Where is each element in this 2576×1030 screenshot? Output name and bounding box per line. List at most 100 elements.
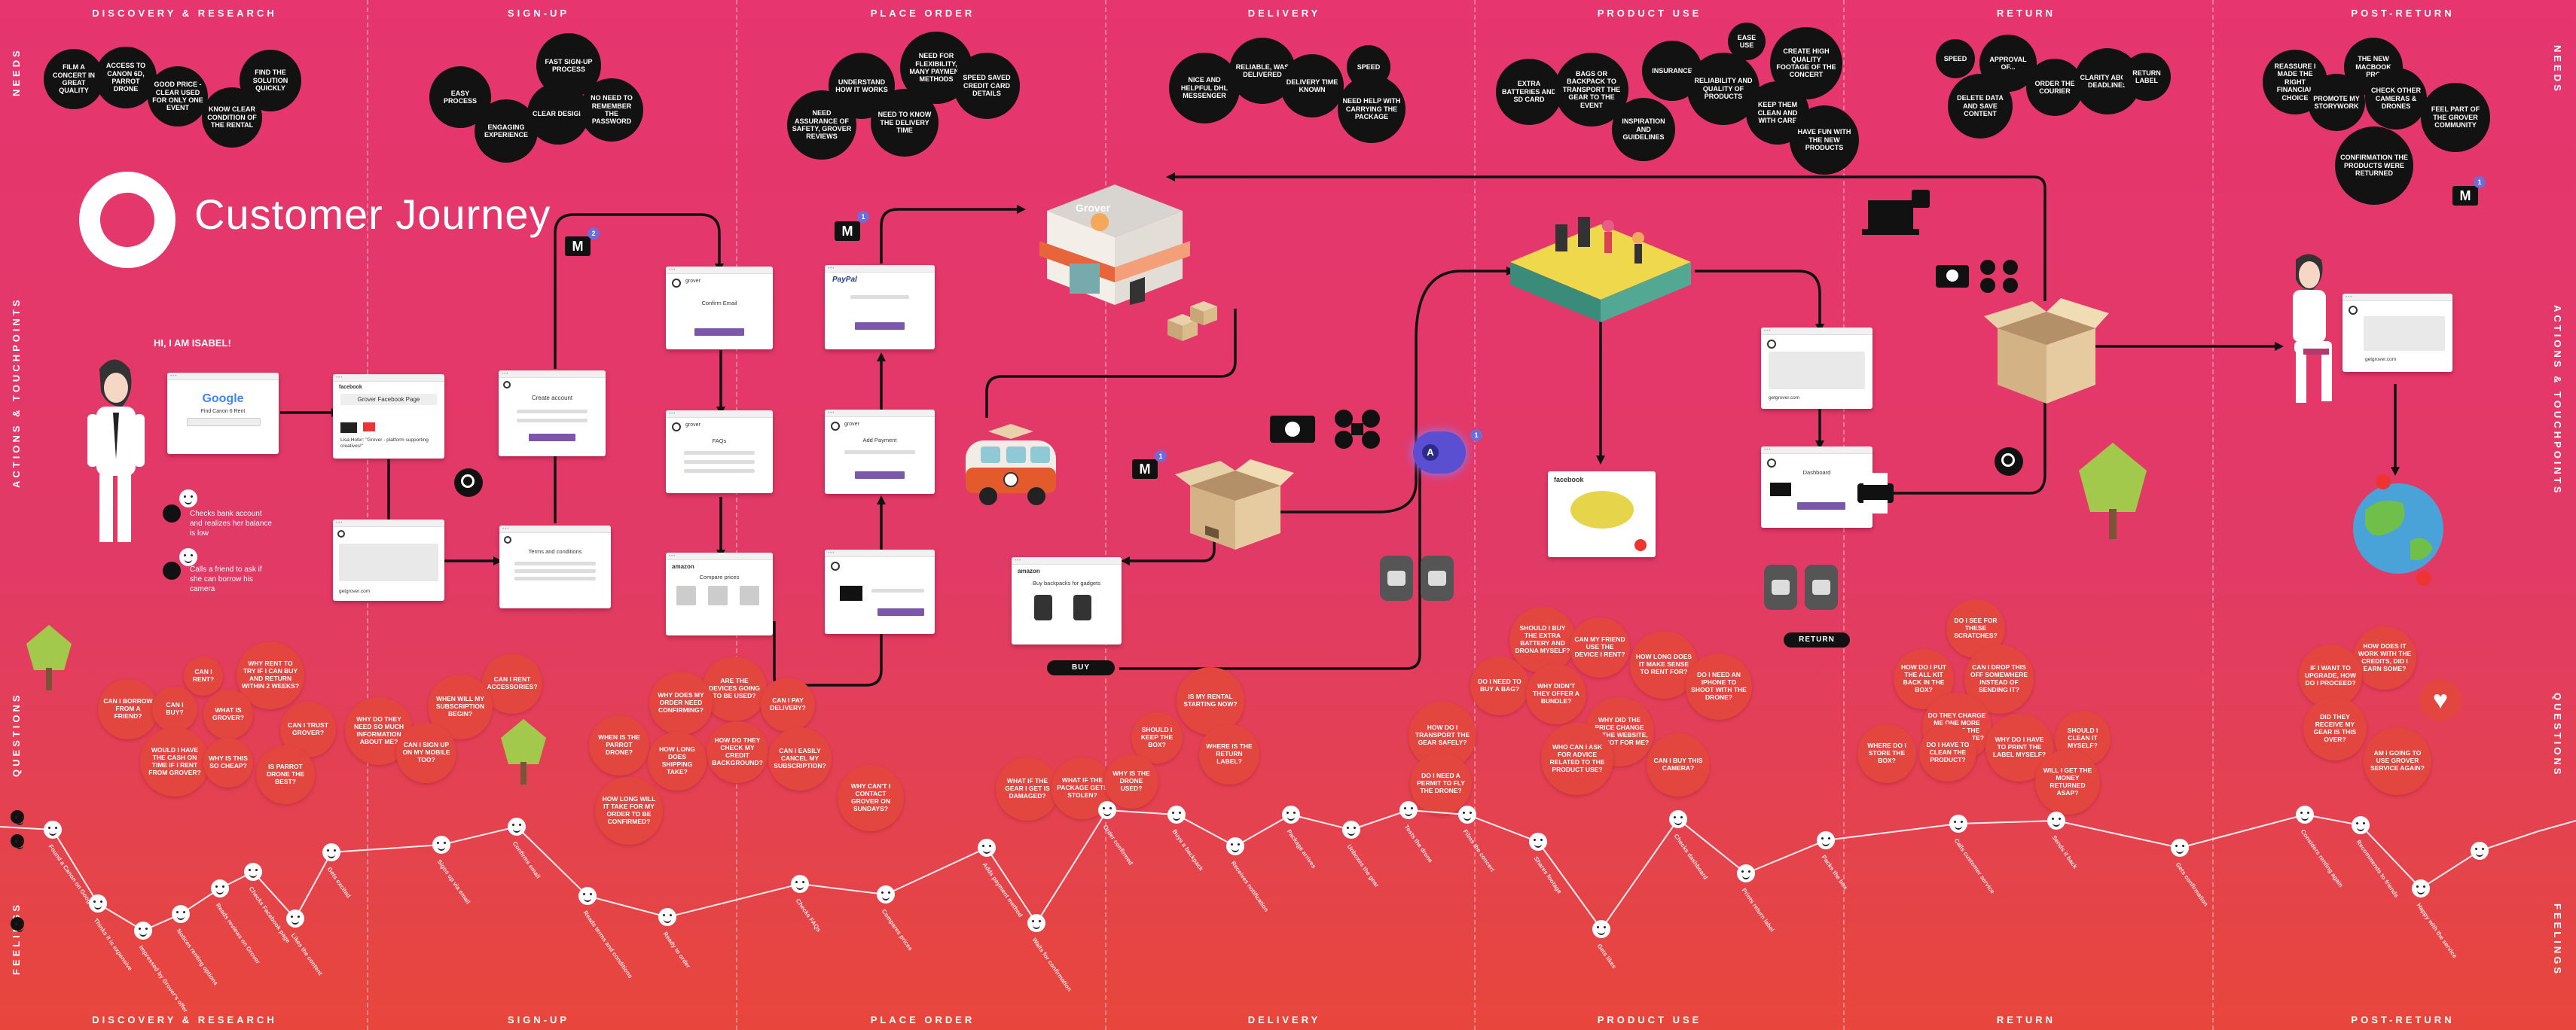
sad-face-icon	[11, 917, 24, 932]
question-bubble: WHO CAN I ASK FOR ADVICE RELATED TO THE …	[1541, 723, 1613, 795]
question-bubble: CAN I BORROW FROM A FRIEND?	[98, 679, 158, 739]
question-bubble: WHAT IF THE GEAR I GET IS DAMAGED?	[996, 757, 1059, 821]
sad-face-icon	[11, 810, 24, 825]
create-account-title: Create account	[531, 395, 573, 401]
need-bubble: SPEED	[1936, 39, 1975, 78]
persona-isabel-figure	[87, 359, 145, 542]
feeling-point	[1529, 833, 1547, 851]
need-bubble: INSPIRATION AND GUIDELINES	[1612, 98, 1675, 161]
feeling-point	[1282, 806, 1300, 824]
phase-title-top: DISCOVERY & RESEARCH	[92, 8, 277, 19]
question-bubble: AM I GOING TO USE GROVER SERVICE AGAIN?	[2364, 727, 2431, 795]
question-bubble: WHERE DO I STORE THE BOX?	[1857, 724, 1916, 783]
question-bubble: WHAT IS GROVER?	[203, 690, 253, 739]
compare-prices-window: ••• amazon Compare prices	[666, 553, 773, 635]
grover-url: getgrover.com	[2365, 357, 2397, 362]
question-bubble: WHY DIDN'T THEY OFFER A BUNDLE?	[1526, 664, 1586, 724]
email-icon	[1132, 459, 1158, 479]
grover-site-window: ••• getgrover.com	[1761, 328, 1872, 409]
avatar: A	[1422, 444, 1439, 461]
question-bubble: CAN I TRUST GROVER?	[280, 702, 336, 757]
question-bubble: HOW DO I PUT THE ALL KIT BACK IN THE BOX…	[1894, 649, 1954, 709]
phase-title-top: SIGN-UP	[507, 8, 570, 19]
question-bubble: DO I NEED TO BUY A BAG?	[1470, 657, 1529, 715]
phase-divider	[2212, 0, 2214, 1030]
feeling-point	[1399, 801, 1418, 819]
phase-title-bottom: SIGN-UP	[507, 1014, 570, 1025]
feeling-point	[1817, 831, 1835, 849]
feeling-point	[1669, 810, 1687, 828]
feeling-point	[1458, 806, 1476, 824]
question-bubble: HOW DOES IT WORK WITH THE CREDITS, DID I…	[2353, 626, 2416, 690]
terms-title: Terms and conditions	[528, 548, 582, 555]
phase-title-bottom: POST-RETURN	[2351, 1014, 2455, 1025]
bank-icon	[163, 504, 181, 523]
feeling-point	[2171, 839, 2189, 857]
feeling-point	[44, 821, 62, 839]
camera-icon	[1936, 265, 1969, 288]
confirm-email-title: Confirm Email	[701, 300, 737, 306]
feeling-point	[432, 836, 450, 854]
faqs-window: ••• grover FAQs	[666, 410, 773, 493]
app-notification-icon	[1413, 431, 1466, 474]
persona-greeting: HI, I AM ISABEL!	[154, 337, 231, 349]
dashboard-return-button[interactable]	[1797, 502, 1845, 510]
feeling-point	[658, 908, 676, 926]
phase-title-bottom: PRODUCT USE	[1597, 1014, 1702, 1025]
grover-url: getgrover.com	[1769, 395, 1800, 401]
phase-divider	[367, 0, 368, 1030]
feeling-point	[1167, 806, 1186, 824]
feeling-point	[2296, 806, 2314, 824]
facebook-label: facebook	[339, 385, 362, 390]
create-account-button[interactable]	[529, 434, 575, 441]
backpack-icon	[1380, 556, 1454, 601]
feeling-point	[172, 905, 190, 923]
dashboard-window: ••• Dashboard	[1761, 446, 1872, 528]
phase-title-bottom: DISCOVERY & RESEARCH	[92, 1014, 277, 1025]
order-summary-window: •••	[825, 550, 935, 634]
question-bubble: CAN I PAY DELIVERY?	[761, 678, 815, 732]
phase-title-bottom: RETURN	[1996, 1014, 2056, 1025]
need-bubble: KNOW CLEAR CONDITION OF THE RENTAL	[202, 87, 262, 148]
question-bubble: IS MY RENTAL STARTING NOW?	[1177, 667, 1244, 735]
drone-icon	[1335, 410, 1380, 449]
buy-button[interactable]: BUY	[1047, 660, 1115, 675]
phone-person-icon	[163, 562, 181, 580]
camera-icon	[1270, 416, 1315, 443]
tree-icon	[501, 719, 546, 785]
add-payment-title: Add Payment	[862, 437, 897, 443]
feeling-point	[578, 887, 597, 905]
confirm-email-button[interactable]	[694, 328, 744, 336]
amazon-search-title: Buy backpacks for gadgets	[1032, 580, 1101, 587]
add-payment-button[interactable]	[855, 471, 905, 479]
backpack-icon	[1764, 565, 1838, 610]
need-bubble: HAVE FUN WITH THE NEW PRODUCTS	[1790, 105, 1859, 175]
add-payment-window: ••• grover Add Payment	[825, 410, 935, 494]
need-bubble: NEED TO KNOW THE DELIVERY TIME	[871, 89, 939, 157]
amazon-logo: amazon	[672, 563, 694, 570]
question-bubble: DID THEY RECEIVE MY GEAR IS THIS OVER?	[2303, 697, 2367, 760]
need-bubble: ORDER THE COURIER	[2026, 59, 2083, 116]
question-bubble: DO I NEED A PERMIT TO FLY THE DRONE?	[1410, 753, 1472, 815]
feeling-point	[211, 879, 229, 897]
tree-icon	[2079, 443, 2147, 539]
place-order-button[interactable]	[877, 608, 924, 616]
feeling-point	[2471, 842, 2489, 860]
phase-title-top: DELIVERY	[1247, 8, 1321, 19]
skull-face-icon	[179, 489, 197, 507]
facebook-caption: Lisa Hofer: "Grover - platform supportin…	[340, 437, 429, 449]
laptop-icon	[1862, 200, 1919, 235]
printer-icon	[1857, 473, 1894, 513]
question-bubble: WILL I GET THE MONEY RETURNED ASAP?	[2035, 750, 2100, 815]
question-bubble: CAN MY FRIEND USE THE DEVICE I RENT?	[1570, 617, 1630, 678]
return-button[interactable]: RETURN	[1784, 632, 1850, 648]
need-bubble: DELIVERY TIME KNOWN	[1280, 54, 1344, 117]
feeling-point	[1342, 821, 1360, 839]
feeling-point	[286, 910, 304, 928]
globe-illustration	[2353, 474, 2443, 586]
question-bubble: SHOULD I BUY THE EXTRA BATTERY AND DRONA…	[1509, 607, 1576, 673]
phase-divider	[1105, 0, 1106, 1030]
paypal-pay-button[interactable]	[855, 322, 905, 330]
